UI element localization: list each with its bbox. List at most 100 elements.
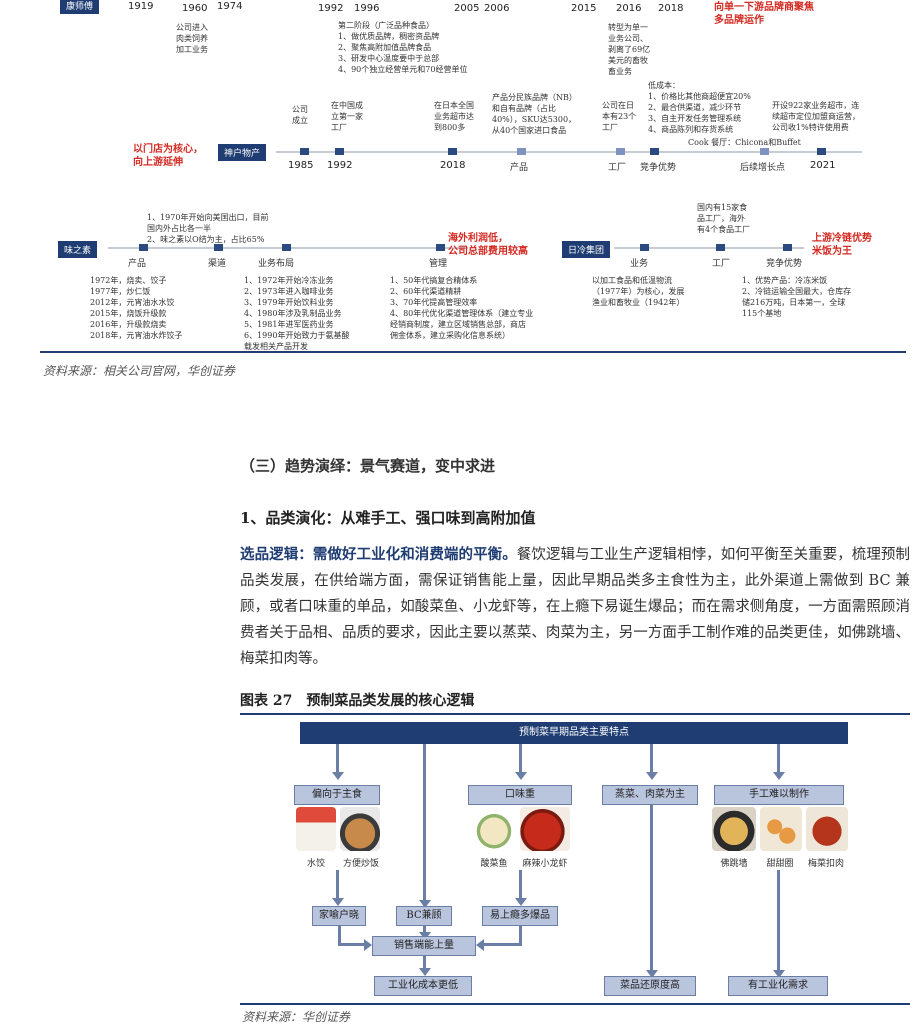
result-box: 工业化成本更低 bbox=[374, 976, 472, 996]
year-label: 1974 bbox=[217, 1, 243, 12]
middle-box: 易上瘾多爆品 bbox=[482, 906, 558, 926]
sales-box: 销售端能上量 bbox=[372, 936, 476, 956]
timeline-node bbox=[517, 148, 526, 155]
image-caption: 甜甜圈 bbox=[766, 859, 794, 869]
figure-bottom-rule bbox=[40, 351, 906, 353]
image-caption: 佛跳墙 bbox=[720, 859, 748, 869]
body-paragraph: 选品逻辑：需做好工业化和消费端的平衡。餐饮逻辑与工业生产逻辑相悖，如何平衡至关重… bbox=[240, 542, 910, 672]
timeline-node bbox=[650, 148, 659, 155]
timeline-label: 产品 bbox=[128, 259, 147, 269]
arrow bbox=[336, 870, 339, 900]
timeline-node bbox=[335, 148, 344, 155]
timeline-2-note: 在中国成 立第一家 工厂 bbox=[331, 101, 363, 132]
timeline-4-business-note: 以加工食品和低温物流 （1977年）为核心，发展 渔业和畜牧业（1942年） bbox=[592, 276, 685, 307]
arrow-head bbox=[515, 772, 527, 780]
source-note: 资料来源：相关公司官网，华创证券 bbox=[43, 364, 236, 378]
arrow bbox=[338, 943, 366, 946]
timeline-1-note: 转型为单一 业务公司、 剥离了69亿 美元的畜牧 畜业务 bbox=[608, 23, 651, 76]
timeline-3-manage-notes: 1、50年代搞复合精体系 2、60年代渠道精耕 3、70年代提高管理效率 4、8… bbox=[390, 276, 534, 340]
timeline-2-note: 公司 成立 bbox=[292, 105, 308, 125]
company-tag-4: 日冷集团 bbox=[562, 241, 611, 258]
timeline-4-advantage-note: 1、优势产品：冷冻米饭 2、冷链运输全国最大，仓库存 储216万吨，日本第一，全… bbox=[742, 276, 852, 318]
arrow bbox=[650, 805, 653, 972]
crayfish-image bbox=[520, 807, 570, 851]
figure-title-rule bbox=[240, 713, 910, 715]
year-label: 2015 bbox=[571, 3, 597, 14]
year-label: 1996 bbox=[354, 3, 380, 14]
timeline-node bbox=[300, 148, 309, 155]
arrow bbox=[519, 870, 522, 900]
paragraph-text: 餐饮逻辑与工业生产逻辑相悖，如何平衡至关重要，梳理预制品类发展，在供给端方面，需… bbox=[240, 547, 910, 667]
category-box: 手工难以制作 bbox=[714, 785, 844, 805]
timeline-node bbox=[436, 244, 445, 251]
timeline-2-note: 低成本： 1、价格比其他商超便宜20% 2、最合供渠道，减少环节 3、自主开发任… bbox=[648, 81, 751, 134]
timeline-4-axis bbox=[614, 247, 804, 249]
timeline-1-note: 第二阶段（广泛品种食品） 1、做优质品牌，稠密资品牌 2、聚焦高附加值品牌食品 … bbox=[338, 21, 468, 74]
arrow-head bbox=[332, 772, 344, 780]
arrow-head bbox=[646, 772, 658, 780]
timeline-node bbox=[448, 148, 457, 155]
timeline-label: 产品 bbox=[510, 163, 529, 173]
category-box: 口味重 bbox=[468, 785, 572, 805]
timeline-2-note: 产品分民族品牌（NB） 和自有品牌（占比 40%），SKU达5300， 从40个… bbox=[492, 93, 577, 135]
arrow bbox=[423, 926, 426, 934]
subsection-heading: 1、品类演化：从难手工、强口味到高附加值 bbox=[240, 509, 536, 527]
middle-box: 家喻户晓 bbox=[312, 906, 366, 926]
timeline-2-note: 在日本全国 业务超市达 到800多 bbox=[434, 101, 474, 132]
timeline-node bbox=[817, 148, 826, 155]
timeline-node bbox=[616, 148, 625, 155]
year-label: 1960 bbox=[182, 3, 208, 14]
figure-title: 图表 27 预制菜品类发展的核心逻辑 bbox=[240, 693, 475, 709]
company-tag-1: 康师傅 bbox=[60, 0, 100, 14]
arrow bbox=[336, 744, 339, 772]
arrow bbox=[777, 744, 780, 772]
donut-image bbox=[760, 807, 802, 851]
timeline-2-red-note: 以门店为核心， 向上游延伸 bbox=[133, 144, 203, 168]
timeline-label: 业务布局 bbox=[258, 259, 295, 269]
arrow bbox=[423, 744, 426, 901]
timeline-node bbox=[716, 244, 725, 251]
result-box: 菜品还原度高 bbox=[604, 976, 696, 996]
fried-rice-bowl-image bbox=[340, 807, 380, 851]
arrow bbox=[423, 956, 426, 970]
year-label: 2018 bbox=[658, 3, 684, 14]
figure-bottom-rule bbox=[240, 1003, 910, 1005]
arrow bbox=[484, 943, 522, 946]
arrow bbox=[519, 744, 522, 772]
year-label: 2016 bbox=[616, 3, 642, 14]
arrow-head bbox=[773, 970, 785, 978]
company-tag-2: 神户物产 bbox=[218, 144, 267, 161]
timeline-node bbox=[214, 244, 223, 251]
image-caption: 梅菜扣肉 bbox=[807, 859, 844, 869]
image-caption: 酸菜鱼 bbox=[480, 859, 508, 869]
timeline-label: 工厂 bbox=[608, 163, 627, 173]
year-label: 2018 bbox=[440, 160, 466, 171]
timeline-label: 管理 bbox=[429, 259, 448, 269]
timeline-3-product-notes: 1972年，烧卖、饺子 1977年，炒仁饭 2012年，元宵油水水饺 2015年… bbox=[90, 276, 183, 340]
year-label: 1992 bbox=[318, 3, 344, 14]
paragraph-lead: 选品逻辑：需做好工业化和消费端的平衡。 bbox=[240, 546, 517, 563]
timeline-2-note: 开设922家业务超市，连 续超市定位加盟商运营， 公司收1%特许使用费 bbox=[772, 101, 860, 132]
arrow-head bbox=[646, 970, 658, 978]
timeline-label: 竞争优势 bbox=[766, 259, 803, 269]
timeline-node bbox=[139, 244, 148, 251]
company-tag-3: 味之素 bbox=[58, 241, 98, 258]
source-note: 资料来源：华创证券 bbox=[242, 1010, 351, 1024]
timeline-node bbox=[760, 148, 769, 155]
category-box: 蒸菜、肉菜为主 bbox=[602, 785, 698, 805]
timeline-node bbox=[282, 244, 291, 251]
section-heading: （三）趋势演绎：景气赛道，变中求进 bbox=[240, 457, 496, 475]
category-box: 偏向于主食 bbox=[294, 785, 380, 805]
middle-box: BC兼顾 bbox=[396, 906, 452, 926]
timeline-2-note: 公司在日 本有23个 工厂 bbox=[602, 101, 637, 132]
timeline-label: 工厂 bbox=[712, 259, 731, 269]
year-label: 2006 bbox=[484, 3, 510, 14]
timeline-3-business-notes: 1、1972年开始冷冻业务 2、1973年进入咖啡业务 3、1979年开始饮料业… bbox=[244, 276, 350, 351]
timeline-3-top-note: 1、1970年开始向美国出口，目前 国内外占比各一半 2、味之素以O结为主，占比… bbox=[147, 213, 269, 244]
arrow-head bbox=[476, 939, 484, 951]
diagram-top-bar: 预制菜早期品类主要特点 bbox=[300, 722, 848, 744]
arrow bbox=[777, 870, 780, 972]
arrow bbox=[338, 926, 341, 944]
timeline-label: 业务 bbox=[630, 259, 649, 269]
timeline-node bbox=[783, 244, 792, 251]
